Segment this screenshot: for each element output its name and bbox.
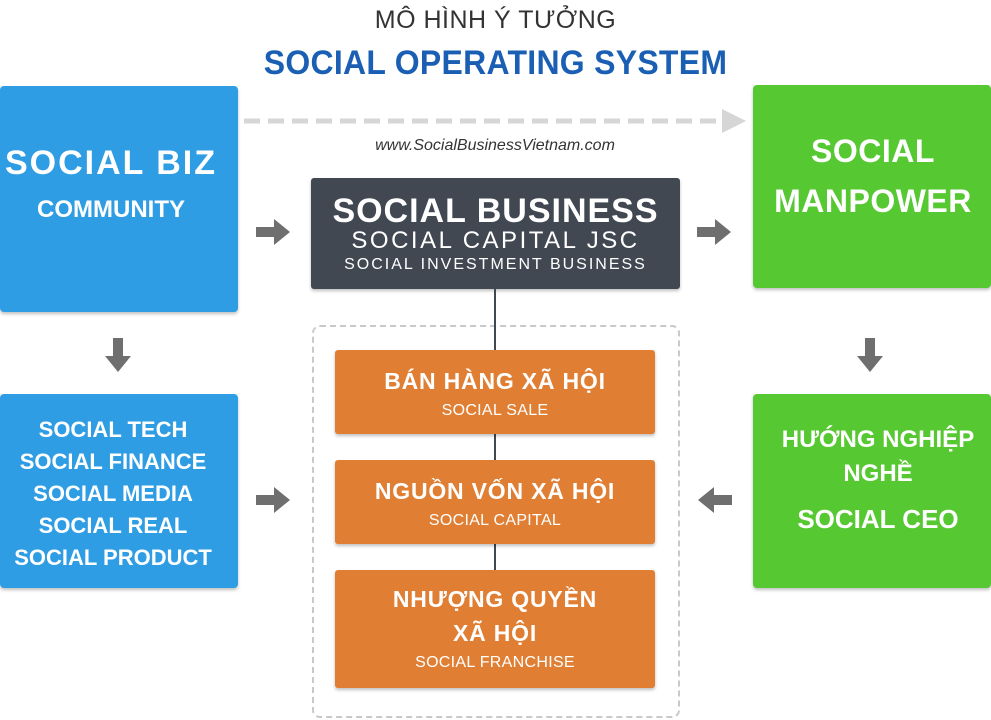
manpower-label: MANPOWER <box>774 183 972 219</box>
arrow-right-icon <box>256 487 290 513</box>
social-sectors-list: SOCIAL TECH SOCIAL FINANCE SOCIAL MEDIA … <box>0 414 226 574</box>
arrow-down-icon <box>105 338 131 372</box>
sector-item-media: SOCIAL MEDIA <box>33 481 193 506</box>
sector-item-tech: SOCIAL TECH <box>38 417 188 442</box>
career-orientation-box: HƯỚNG NGHIỆP NGHỀ SOCIAL CEO <box>753 394 991 588</box>
social-manpower-box: SOCIAL MANPOWER <box>753 85 991 288</box>
social-franchise-subtitle: SOCIAL FRANCHISE <box>415 654 575 671</box>
sector-item-product: SOCIAL PRODUCT <box>14 545 212 570</box>
social-franchise-title-line2: XÃ HỘI <box>452 620 538 646</box>
social-label: SOCIAL <box>811 133 935 169</box>
huong-nghiep-label: HƯỚNG NGHIỆP <box>781 426 975 453</box>
diagram-title: SOCIAL OPERATING SYSTEM <box>263 44 728 82</box>
social-biz-label: SOCIAL BIZ <box>4 144 218 182</box>
connector-line-top <box>494 289 496 325</box>
dashed-arrow-right-icon <box>244 109 746 133</box>
social-biz-community-box: SOCIAL BIZ COMMUNITY <box>0 86 238 312</box>
social-business-box: SOCIAL BUSINESS SOCIAL CAPITAL JSC SOCIA… <box>311 178 680 289</box>
arrow-right-icon <box>697 219 731 245</box>
arrow-right-icon <box>256 219 290 245</box>
social-sale-title: BÁN HÀNG XÃ HỘI <box>384 368 606 394</box>
arrow-left-icon <box>698 487 732 513</box>
nghe-label: NGHỀ <box>843 460 913 487</box>
social-capital-title: NGUỒN VỐN XÃ HỘI <box>374 478 616 504</box>
social-sale-box: BÁN HÀNG XÃ HỘI SOCIAL SALE <box>335 350 655 434</box>
community-label: COMMUNITY <box>37 196 185 223</box>
sector-item-real: SOCIAL REAL <box>38 513 188 538</box>
social-sectors-box: SOCIAL TECH SOCIAL FINANCE SOCIAL MEDIA … <box>0 394 238 588</box>
diagram-subtitle: MÔ HÌNH Ý TƯỞNG <box>374 6 617 34</box>
social-sale-subtitle: SOCIAL SALE <box>441 402 549 419</box>
social-investment-business-label: SOCIAL INVESTMENT BUSINESS <box>344 256 647 273</box>
arrow-down-icon <box>857 338 883 372</box>
social-capital-box: NGUỒN VỐN XÃ HỘI SOCIAL CAPITAL <box>335 460 655 544</box>
services-group-frame <box>312 325 680 718</box>
website-url: www.SocialBusinessVietnam.com <box>375 137 615 154</box>
social-franchise-title-line1: NHƯỢNG QUYỀN <box>392 586 598 612</box>
sector-item-finance: SOCIAL FINANCE <box>19 449 207 474</box>
social-business-label: SOCIAL BUSINESS <box>332 192 659 230</box>
social-ceo-label: SOCIAL CEO <box>797 504 959 534</box>
social-franchise-box: NHƯỢNG QUYỀN XÃ HỘI SOCIAL FRANCHISE <box>335 570 655 688</box>
connector-line-inner <box>494 325 496 570</box>
social-capital-subtitle: SOCIAL CAPITAL <box>428 512 562 529</box>
social-capital-jsc-label: SOCIAL CAPITAL JSC <box>351 227 640 254</box>
